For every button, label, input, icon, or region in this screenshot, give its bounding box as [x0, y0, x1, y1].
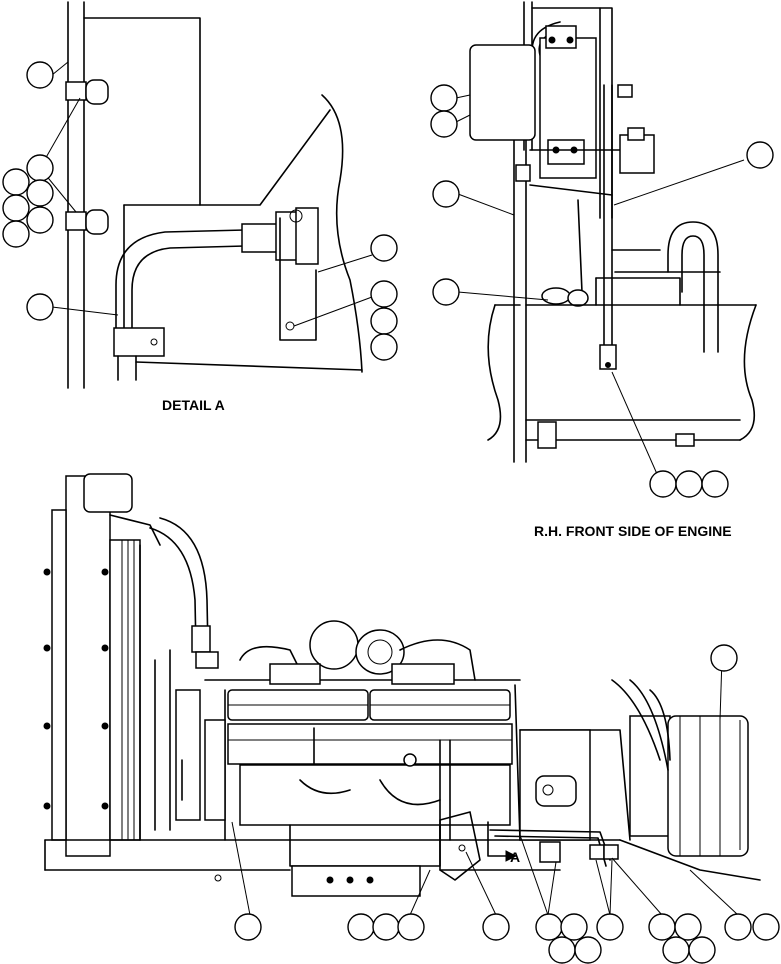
callout-circle	[710, 644, 738, 672]
callout-circle	[662, 936, 690, 964]
callout-circle	[372, 913, 400, 941]
callout-circle	[430, 84, 458, 112]
callout-circle	[701, 470, 729, 498]
view-arrow-label: A	[510, 849, 520, 865]
callout-circle	[724, 913, 752, 941]
callout-circle	[2, 168, 30, 196]
callout-circle	[746, 141, 774, 169]
callout-circle	[26, 154, 54, 182]
callout-circle	[674, 913, 702, 941]
callout-circle	[370, 280, 398, 308]
callout-circle	[560, 913, 588, 941]
callout-circle	[2, 194, 30, 222]
rh-front-view: R.H. FRONT SIDE OF ENGINE	[430, 1, 774, 539]
callout-circle	[648, 913, 676, 941]
callout-circle	[370, 333, 398, 361]
callout-circle	[26, 206, 54, 234]
callout-circle	[535, 913, 563, 941]
callout-circle	[397, 913, 425, 941]
callout-circle	[26, 61, 54, 89]
detail-a-caption: DETAIL A	[162, 397, 225, 413]
callout-circle	[234, 913, 262, 941]
frame-bolts	[43, 568, 109, 810]
callout-circle	[596, 913, 624, 941]
callout-circle	[432, 278, 460, 306]
callout-circle	[548, 936, 576, 964]
detail-a-view: DETAIL A	[2, 1, 398, 413]
callout-circle	[370, 234, 398, 262]
callout-circle	[574, 936, 602, 964]
engine-assembly-view: A	[43, 473, 780, 964]
rh-front-caption: R.H. FRONT SIDE OF ENGINE	[534, 523, 732, 539]
callout-circle	[26, 293, 54, 321]
callout-circle	[675, 470, 703, 498]
callout-circle	[752, 913, 780, 941]
callout-circle	[370, 307, 398, 335]
callout-circle	[432, 180, 460, 208]
callout-circle	[26, 179, 54, 207]
callout-circle	[430, 110, 458, 138]
callout-circle	[649, 470, 677, 498]
callout-circle	[347, 913, 375, 941]
callout-circle	[688, 936, 716, 964]
callout-circle	[2, 220, 30, 248]
callout-circle	[482, 913, 510, 941]
